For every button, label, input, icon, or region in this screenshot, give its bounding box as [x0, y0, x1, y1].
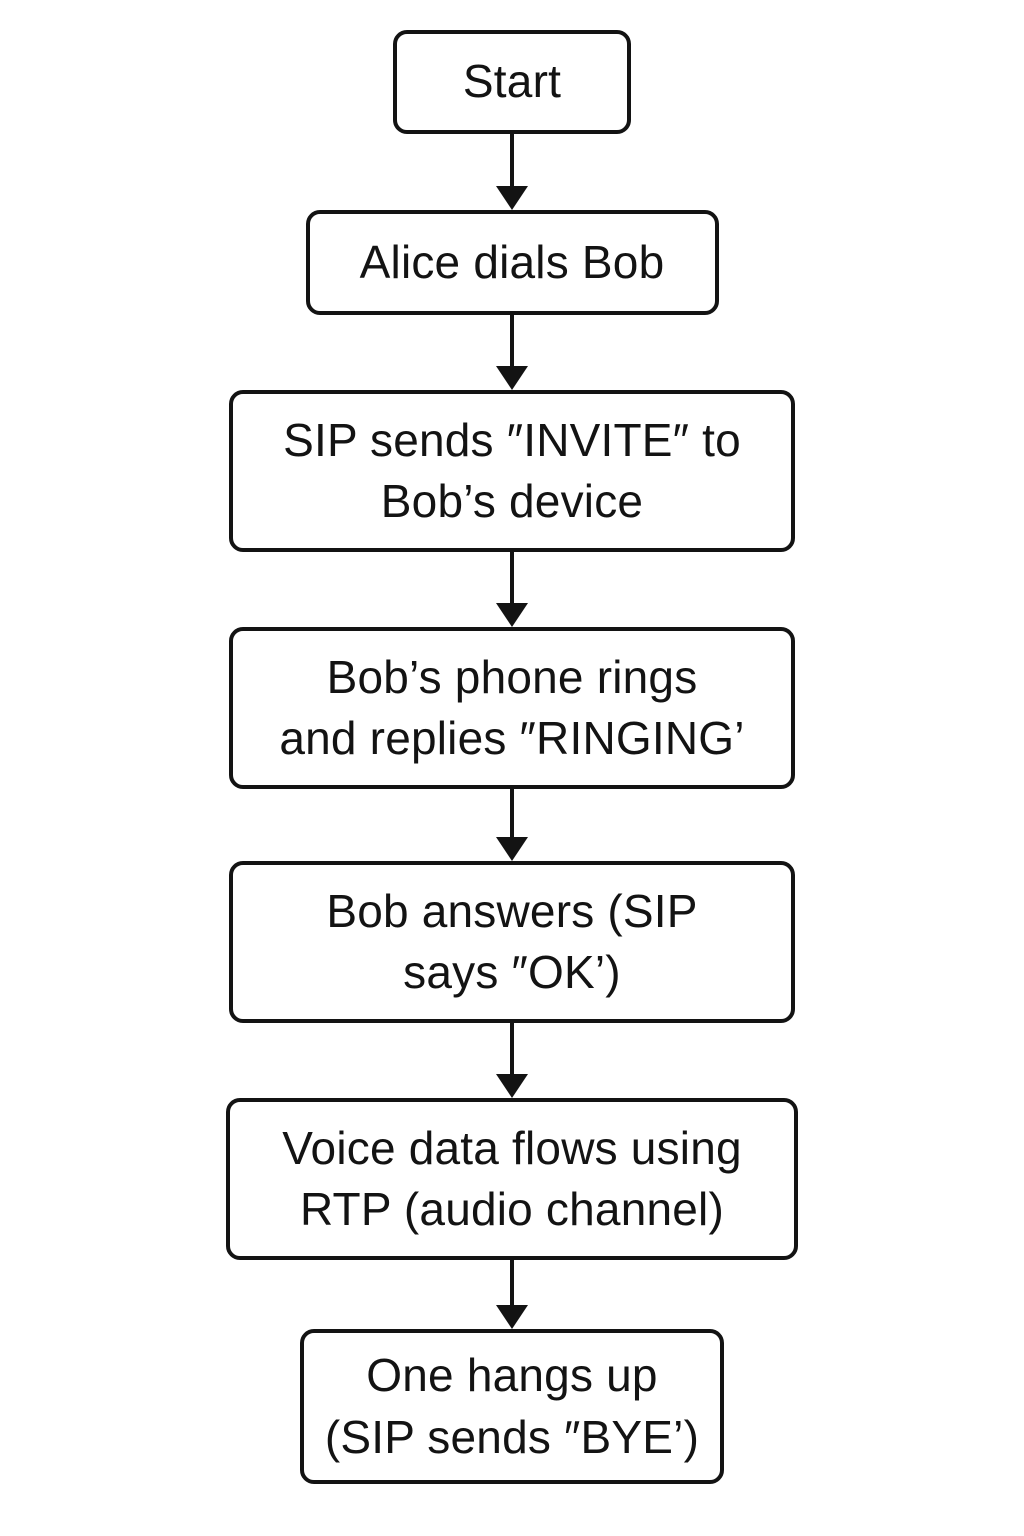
- flow-node-alice-dials-bob: Alice dials Bob: [305, 210, 719, 315]
- flow-node-label: Start: [462, 55, 562, 108]
- flow-node-label: Alice dials Bob: [359, 235, 665, 288]
- flow-node-label: SIP sends ″INVITE″ to Bob’s device: [283, 413, 741, 527]
- flow-node-sip-invite: SIP sends ″INVITE″ to Bob’s device: [229, 390, 795, 552]
- flow-arrow: [496, 789, 528, 861]
- flow-node-label: Bob answers (SIP says ″OK’): [326, 884, 698, 998]
- arrow-head-icon: [496, 837, 528, 861]
- arrow-head-icon: [496, 603, 528, 627]
- flow-node-phone-rings: Bob’s phone rings and replies ″RINGING’: [229, 627, 795, 789]
- flow-node-hang-up: One hangs up (SIP sends ″BYE’): [300, 1329, 724, 1484]
- flow-node-rtp-flow: Voice data flows using RTP (audio channe…: [226, 1098, 798, 1260]
- flow-node-label: Voice data flows using RTP (audio channe…: [282, 1121, 742, 1235]
- arrow-head-icon: [496, 1305, 528, 1329]
- flow-arrow: [496, 552, 528, 627]
- arrow-shaft: [510, 134, 514, 186]
- arrow-head-icon: [496, 186, 528, 210]
- arrow-head-icon: [496, 1074, 528, 1098]
- flow-arrow: [496, 1023, 528, 1098]
- arrow-shaft: [510, 789, 514, 837]
- flow-node-label: Bob’s phone rings and replies ″RINGING’: [279, 650, 745, 764]
- arrow-shaft: [510, 552, 514, 603]
- flow-arrow: [496, 1260, 528, 1329]
- flow-node-start: Start: [393, 30, 631, 134]
- flow-node-bob-answers: Bob answers (SIP says ″OK’): [229, 861, 795, 1023]
- arrow-head-icon: [496, 366, 528, 390]
- flow-arrow: [496, 134, 528, 210]
- arrow-shaft: [510, 315, 514, 366]
- arrow-shaft: [510, 1260, 514, 1305]
- arrow-shaft: [510, 1023, 514, 1074]
- flow-arrow: [496, 315, 528, 390]
- flow-node-label: One hangs up (SIP sends ″BYE’): [324, 1349, 700, 1463]
